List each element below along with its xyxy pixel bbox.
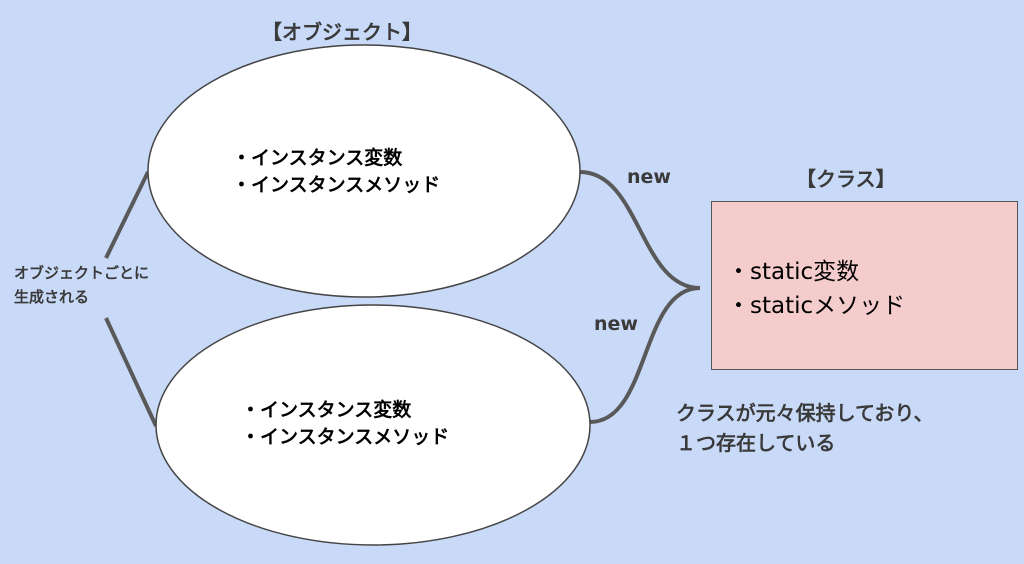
object-ellipse-2	[155, 304, 591, 546]
side-note-line2: 生成される	[14, 288, 90, 306]
class-box-line1: ・static変数	[727, 259, 860, 285]
object1-line1: ・インスタンス変数	[232, 147, 403, 169]
connector-bottom	[589, 286, 701, 424]
class-box	[711, 201, 1018, 370]
class-note: クラスが元々保持しており、 １つ存在している	[676, 398, 934, 458]
edge-label-bottom: new	[594, 313, 638, 335]
object2-text: ・インスタンス変数 ・インスタンスメソッド	[241, 397, 449, 451]
side-note-line1: オブジェクトごとに	[14, 264, 150, 282]
bracket-bottom-line	[104, 317, 158, 427]
object1-text: ・インスタンス変数 ・インスタンスメソッド	[232, 145, 440, 199]
edge-label-top: new	[627, 166, 671, 188]
class-heading: 【クラス】	[796, 167, 896, 191]
class-note-line1: クラスが元々保持しており、	[676, 401, 934, 425]
object-heading: 【オブジェクト】	[262, 20, 422, 44]
class-box-text: ・static変数 ・staticメソッド	[727, 255, 905, 323]
object2-line2: ・インスタンスメソッド	[241, 426, 450, 448]
object2-line1: ・インスタンス変数	[241, 399, 412, 421]
class-box-line2: ・staticメソッド	[727, 293, 906, 319]
object-ellipse-1	[147, 44, 581, 298]
bracket-top-line	[104, 171, 150, 259]
side-note: オブジェクトごとに 生成される	[14, 261, 149, 309]
class-note-line2: １つ存在している	[676, 431, 836, 455]
connector-top	[579, 170, 701, 290]
object1-line2: ・インスタンスメソッド	[232, 174, 441, 196]
